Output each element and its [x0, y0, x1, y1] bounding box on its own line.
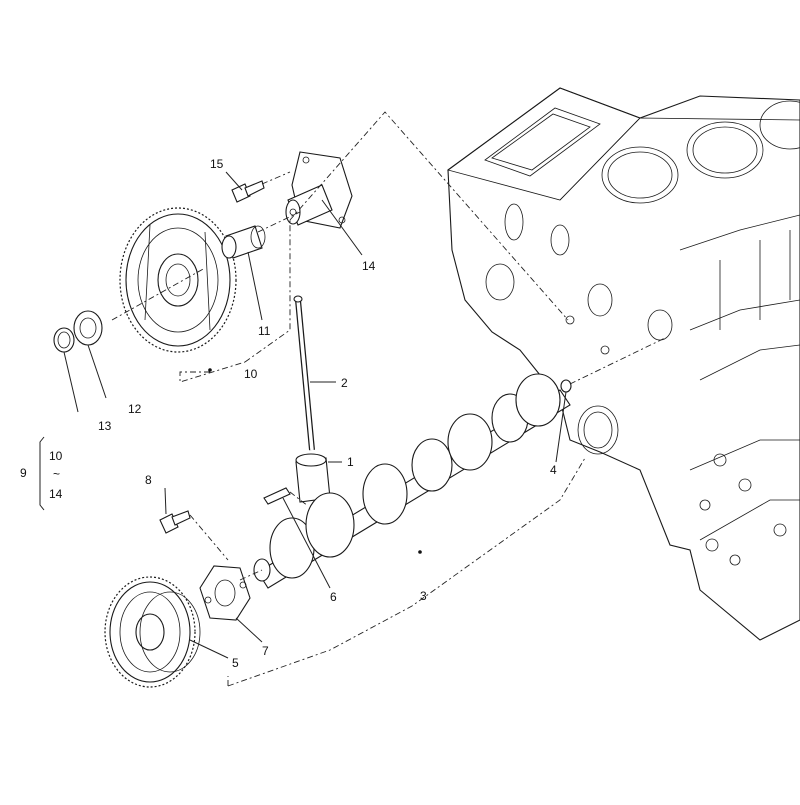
callout-10: 10: [244, 367, 258, 381]
pin-4: [560, 379, 572, 393]
circlip: [53, 327, 75, 353]
callout-8: 8: [145, 473, 152, 487]
idle-gear-bushing: [221, 225, 266, 259]
callout-2: 2: [341, 376, 348, 390]
camshaft: [253, 373, 571, 589]
callouts: 1 2 3 4 5 6 7 8 9 10 11 12 13 14 15 10 ~…: [20, 157, 557, 670]
callout-7: 7: [262, 644, 269, 658]
group-range-start: 10: [49, 449, 63, 463]
callout-6: 6: [330, 590, 337, 604]
camshaft-gear: [104, 576, 201, 688]
callout-3: 3: [420, 589, 427, 603]
leader-lines: [63, 171, 567, 659]
engine-block: [447, 87, 800, 641]
thrust-washer: [73, 310, 103, 346]
callout-13: 13: [98, 419, 112, 433]
callout-9: 9: [20, 466, 27, 480]
callout-4: 4: [550, 463, 557, 477]
bolt-8: [159, 510, 191, 534]
idle-gear-large: [119, 207, 237, 353]
callout-11: 11: [258, 324, 271, 338]
group-range-end: 14: [49, 487, 63, 501]
push-rod: [293, 295, 315, 451]
reference-lines: [111, 111, 666, 687]
bolt-15: [231, 180, 265, 203]
idle-gear-shaft: [285, 151, 353, 229]
woodruff-key: [263, 487, 291, 505]
group-range-tilde: ~: [53, 467, 60, 481]
thrust-plate: [199, 565, 251, 621]
callout-12: 12: [128, 402, 142, 416]
callout-5: 5: [232, 656, 239, 670]
group-bracket: [39, 436, 45, 511]
callout-14: 14: [362, 259, 376, 273]
callout-15: 15: [210, 157, 224, 171]
callout-1: 1: [347, 455, 354, 469]
